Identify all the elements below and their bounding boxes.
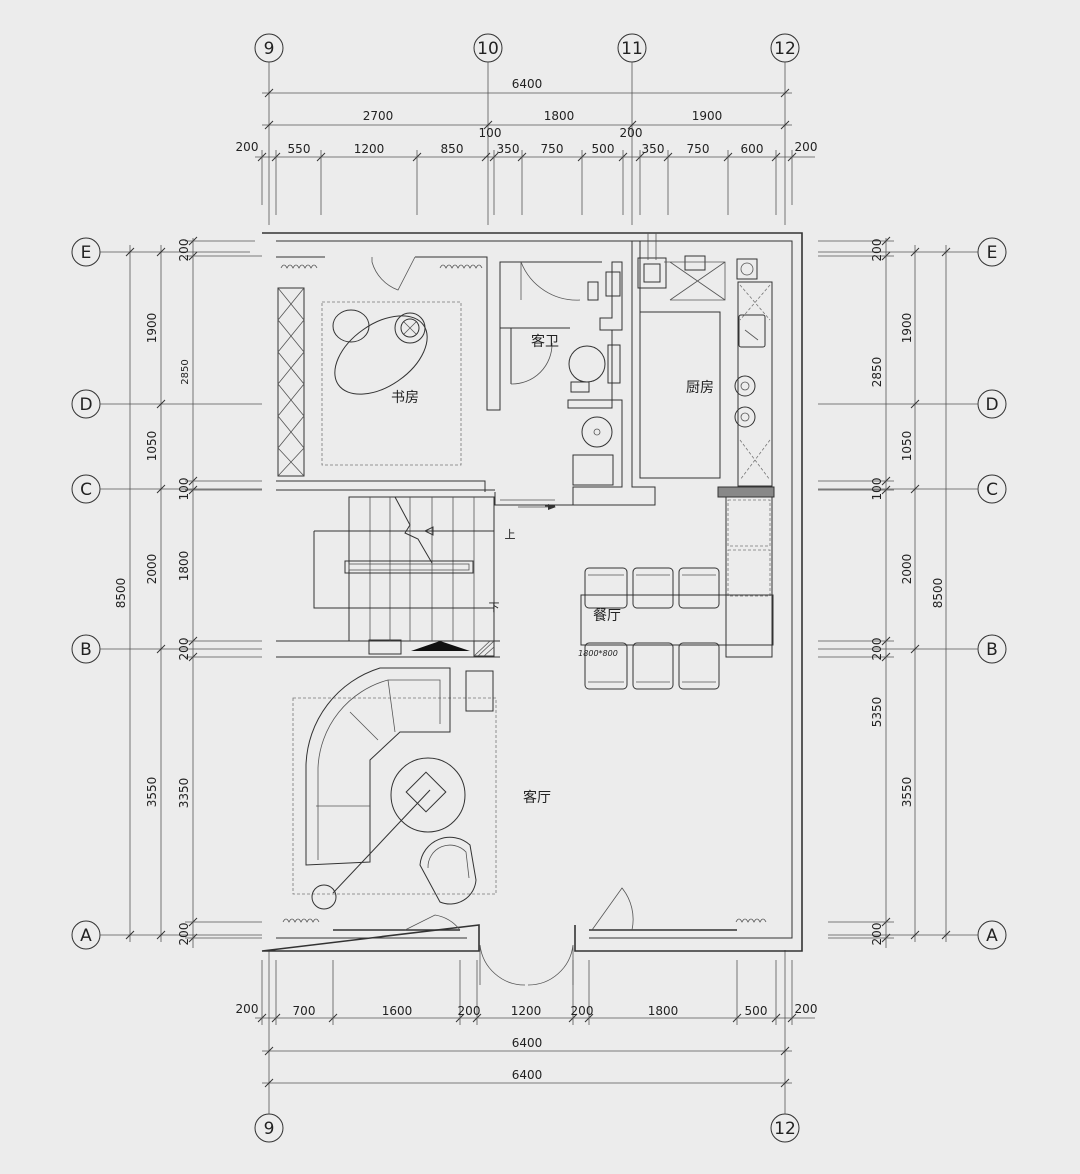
dim-top-total: 6400 [512, 77, 543, 91]
stair-down-label: 下 [489, 601, 500, 614]
axis-label-top-11: 11 [621, 39, 643, 59]
dim-right-outer: 8500 [931, 578, 945, 609]
dim-right-mid-3: 3550 [900, 777, 914, 808]
axis-label-right-D: D [985, 395, 998, 415]
axis-label-bottom-9: 9 [264, 1119, 275, 1139]
dim-right-mid-1: 1050 [900, 431, 914, 462]
dining-room: 餐厅 1800*800 [578, 567, 774, 690]
study-room: 书房 [277, 256, 483, 477]
dim-bottom-4: 1200 [511, 1004, 542, 1018]
axis-label-left-D: D [79, 395, 92, 415]
dim-left-inner-3: 1800 [177, 551, 191, 582]
dim-left-inner-6: 200 [177, 923, 191, 946]
axis-bubbles: 9 10 11 12 9 12 E D C B A E D C B A [71, 33, 1007, 1143]
axis-label-right-C: C [986, 480, 998, 500]
axis-label-left-B: B [80, 640, 92, 660]
dim-bottom-8: 200 [795, 1002, 818, 1016]
axis-label-top-9: 9 [264, 39, 275, 59]
dim-bottom-5: 200 [571, 1004, 594, 1018]
dim-right-inner-2: 100 [870, 478, 884, 501]
axis-label-bottom-12: 12 [774, 1119, 796, 1139]
dim-left-inner-5: 3350 [177, 778, 191, 809]
dim-left-mid-1: 1050 [145, 431, 159, 462]
room-label-living: 客厅 [523, 789, 551, 806]
right-dimensions: 200 2850 100 200 5350 200 1900 1050 2000… [818, 236, 951, 948]
dim-left-outer: 8500 [114, 578, 128, 609]
living-room: 客厅 [282, 667, 767, 986]
dim-bottom-total-2: 6400 [512, 1068, 543, 1082]
dim-left-mid-2: 2000 [145, 554, 159, 585]
axis-label-left-C: C [80, 480, 92, 500]
room-label-guest-bath: 客卫 [531, 333, 559, 350]
dim-top-row3-0: 200 [236, 140, 259, 154]
dim-bottom-3: 200 [458, 1004, 481, 1018]
kitchen: 厨房 [637, 233, 775, 658]
left-dimensions: 8500 1900 1050 2000 3550 200 2850 100 18… [114, 236, 262, 948]
dim-right-inner-5: 200 [870, 923, 884, 946]
dim-top-row3-7: 350 [642, 142, 665, 156]
dim-right-mid-2: 2000 [900, 554, 914, 585]
dim-bottom-7: 500 [745, 1004, 768, 1018]
dim-right-inner-4: 5350 [870, 697, 884, 728]
dim-left-mid-3: 3550 [145, 777, 159, 808]
dim-top-row3-9: 600 [741, 142, 764, 156]
staircase: 上 下 [313, 496, 556, 657]
bottom-dimensions: 200 700 1600 200 1200 200 1800 500 200 6… [236, 960, 818, 1088]
dim-top-small-0: 100 [479, 126, 502, 140]
dim-left-inner-2: 100 [177, 478, 191, 501]
guest-bathroom: 客卫 [500, 261, 621, 486]
axis-label-left-A: A [80, 926, 92, 946]
dim-right-inner-3: 200 [870, 638, 884, 661]
dim-top-row3-6: 500 [592, 142, 615, 156]
room-label-study: 书房 [391, 390, 419, 406]
room-label-kitchen: 厨房 [686, 380, 714, 396]
dim-bottom-1: 700 [293, 1004, 316, 1018]
dim-right-inner-1: 2850 [870, 357, 884, 388]
building-walls [261, 232, 803, 952]
dim-bottom-0: 200 [236, 1002, 259, 1016]
axis-label-left-E: E [81, 243, 92, 263]
dim-top-row3-1: 550 [288, 142, 311, 156]
dim-left-inner-4: 200 [177, 638, 191, 661]
dim-right-mid-0: 1900 [900, 313, 914, 344]
dim-top-row3-3: 850 [441, 142, 464, 156]
axis-label-top-12: 12 [774, 39, 796, 59]
dim-left-mid-0: 1900 [145, 313, 159, 344]
dim-left-inner-1: 2850 [180, 359, 191, 384]
dim-bottom-total-1: 6400 [512, 1036, 543, 1050]
dim-top-row3-8: 750 [687, 142, 710, 156]
dim-top-row3-5: 750 [541, 142, 564, 156]
axis-label-right-E: E [987, 243, 998, 263]
dim-bottom-6: 1800 [648, 1004, 679, 1018]
axis-label-right-A: A [986, 926, 998, 946]
stair-up-label: 上 [505, 528, 516, 541]
dim-top-row2-0: 2700 [363, 109, 394, 123]
dim-right-inner-0: 200 [870, 239, 884, 262]
dim-top-row2-2: 1900 [692, 109, 723, 123]
room-label-dining: 餐厅 [593, 608, 621, 624]
top-dimensions: 6400 2700 1800 1900 100 200 200 550 1200… [236, 77, 818, 215]
dim-top-row2-1: 1800 [544, 109, 575, 123]
dim-top-small-1: 200 [620, 126, 643, 140]
dim-top-row3-2: 1200 [354, 142, 385, 156]
axis-label-right-B: B [986, 640, 998, 660]
axis-label-top-10: 10 [477, 39, 499, 59]
dim-top-row3-10: 200 [795, 140, 818, 154]
axis-extension-lines [100, 62, 978, 1114]
dim-bottom-2: 1600 [382, 1004, 413, 1018]
dim-left-inner-0: 200 [177, 239, 191, 262]
dim-top-row3-4: 350 [497, 142, 520, 156]
dining-table-size: 1800*800 [578, 649, 618, 658]
